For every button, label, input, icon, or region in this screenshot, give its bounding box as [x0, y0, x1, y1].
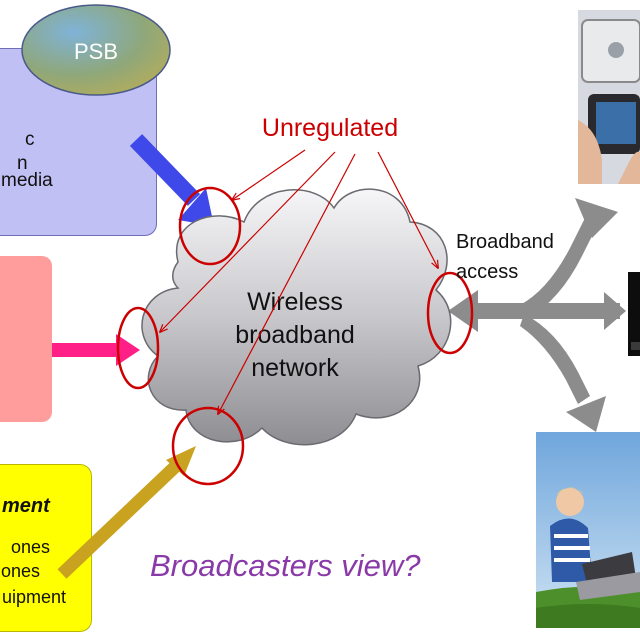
wireless-network-cloud [141, 188, 452, 446]
pointer-bottom-left [218, 153, 356, 414]
equipment-box-line-2: ones [1, 561, 41, 581]
unregulated-pointers [160, 149, 438, 414]
pointer-left [160, 151, 336, 332]
unregulated-highlights [116, 186, 474, 486]
magenta-arrow [52, 334, 140, 366]
pointer-top-left [232, 149, 306, 200]
equipment-box: ment ones ones uipment [0, 464, 92, 632]
blue-arrow [129, 134, 214, 226]
highlight-ellipse-left [116, 306, 160, 390]
gray-broadband-arrow [448, 198, 626, 432]
television-photo [628, 272, 640, 356]
broadband-access-label-line-2: access [456, 261, 518, 283]
highlight-ellipse-bottom-left [171, 406, 245, 486]
pointer-right [377, 151, 438, 268]
psb-badge-label: PSB [74, 39, 118, 64]
cloud-label-line-1: Wireless [247, 288, 343, 316]
pink-content-box [0, 256, 52, 422]
psb-box-line-1: c [25, 129, 35, 150]
unregulated-label: Unregulated [262, 114, 398, 142]
psb-box-line-2: n [17, 153, 28, 174]
psb-badge-oval [21, 4, 171, 96]
equipment-box-title: ment [2, 495, 50, 517]
highlight-ellipse-right [426, 271, 474, 355]
psb-box-line-3: media [1, 170, 53, 191]
equipment-box-line-1: ones [11, 537, 51, 557]
gold-arrow [57, 446, 196, 579]
equipment-box-line-3: uipment [2, 587, 67, 607]
broadband-access-label-line-1: Broadband [456, 231, 554, 253]
cloud-label-line-3: network [251, 354, 339, 382]
highlight-ellipse-top-left [178, 186, 242, 266]
mobile-phone-photo [578, 10, 640, 184]
child-with-laptop-photo [536, 432, 640, 628]
broadcasters-view-question: Broadcasters view? [150, 548, 421, 583]
cloud-label-line-2: broadband [235, 321, 355, 349]
